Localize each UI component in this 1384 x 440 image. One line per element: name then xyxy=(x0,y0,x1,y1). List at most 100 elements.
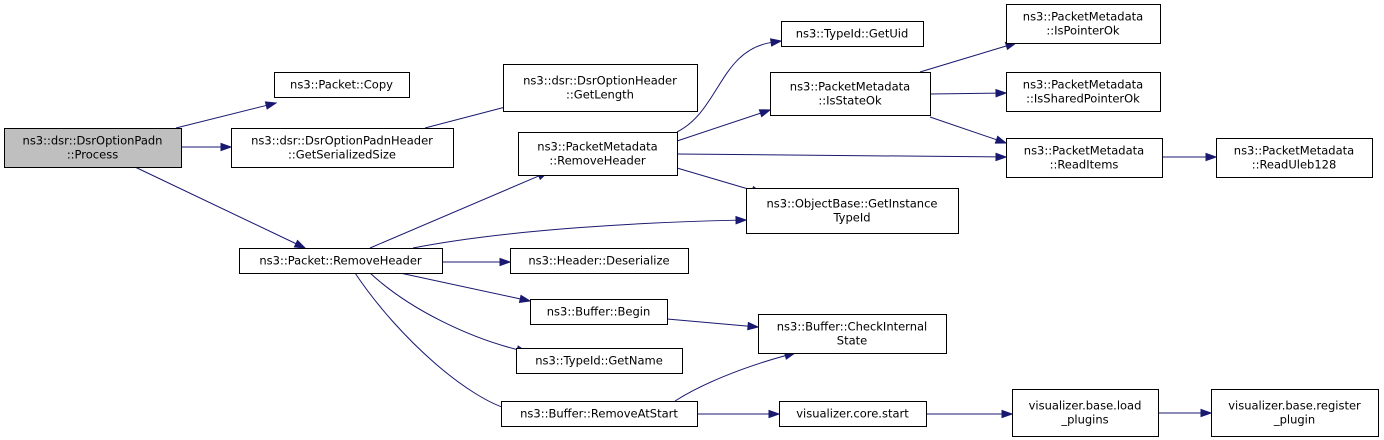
node-label: ns3::dsr::DsrOptionPadn xyxy=(23,134,163,148)
arrow-head-icon xyxy=(768,409,781,419)
node-box xyxy=(1216,138,1373,178)
node-pm-ispointerok[interactable]: ns3::PacketMetadata::IsPointerOk xyxy=(1006,4,1161,44)
node-label: _plugins xyxy=(1060,413,1108,427)
node-label: ns3::PacketMetadata xyxy=(1023,10,1143,24)
edge-pm_removeheader-to-typeid_getuid xyxy=(676,38,783,133)
node-buffer-removeatstart[interactable]: ns3::Buffer::RemoveAtStart xyxy=(501,401,698,427)
node-box xyxy=(4,128,182,168)
node-pm-removeheader[interactable]: ns3::PacketMetadata::RemoveHeader xyxy=(518,132,678,176)
edge-buffer_removeatstart-to-buffer_checkinternalstate xyxy=(674,351,797,402)
node-box xyxy=(231,128,454,168)
node-pm-isstateok[interactable]: ns3::PacketMetadata::IsStateOk xyxy=(770,72,931,116)
arrow-head-icon xyxy=(995,152,1008,162)
node-header-deserialize[interactable]: ns3::Header::Deserialize xyxy=(510,248,689,274)
node-label: ns3::Packet::Copy xyxy=(290,78,393,92)
node-label: ns3::Buffer::RemoveAtStart xyxy=(520,407,678,421)
node-box xyxy=(779,401,927,427)
node-getserializedsize[interactable]: ns3::dsr::DsrOptionPadnHeader::GetSerial… xyxy=(231,128,454,168)
edge-line xyxy=(676,167,754,191)
node-label: ::GetSerializedSize xyxy=(288,148,396,162)
edge-pm_isstateok-to-pm_ispointerok xyxy=(919,41,1018,73)
node-label: _plugin xyxy=(1273,413,1315,427)
node-process[interactable]: ns3::dsr::DsrOptionPadn::Process xyxy=(4,128,182,168)
edge-removeheader_packet-to-typeid_getname xyxy=(369,272,529,354)
edge-line xyxy=(676,153,998,158)
node-label: visualizer.base.register xyxy=(1228,399,1361,413)
node-pm-issharedpointerok[interactable]: ns3::PacketMetadata::IsSharedPointerOk xyxy=(1006,72,1161,112)
edge-visualizer_core_start-to-visualizer_base_load_plugins xyxy=(926,409,1014,419)
node-visualizer-base-load-plugins[interactable]: visualizer.base.load_plugins xyxy=(1012,389,1159,437)
node-box xyxy=(518,132,678,176)
node-box xyxy=(503,64,698,112)
edge-line xyxy=(354,272,512,411)
node-label: ns3::Header::Deserialize xyxy=(528,254,669,268)
node-label: ::RemoveHeader xyxy=(549,154,646,168)
node-visualizer-core-start[interactable]: visualizer.core.start xyxy=(779,401,927,427)
node-pm-readitems[interactable]: ns3::PacketMetadata::ReadItems xyxy=(1006,138,1163,178)
arrow-head-icon xyxy=(1001,409,1014,419)
node-typeid-getname[interactable]: ns3::TypeId::GetName xyxy=(516,348,683,374)
edge-removeheader_packet-to-objectbase_getinstancetypeid xyxy=(412,215,748,249)
arrow-head-icon xyxy=(1205,152,1218,162)
edge-pm_removeheader-to-pm_readitems xyxy=(676,152,1008,162)
edge-pm_isstateok-to-pm_readitems xyxy=(929,116,1008,144)
edge-removeheader_packet-to-pm_removeheader xyxy=(369,171,550,249)
edge-line xyxy=(676,112,762,142)
node-label: ns3::Packet::RemoveHeader xyxy=(259,254,422,268)
edge-line xyxy=(369,272,519,351)
arrow-head-icon xyxy=(994,135,1008,144)
node-label: ns3::Buffer::CheckInternal xyxy=(777,320,928,334)
node-label: ns3::ObjectBase::GetInstance xyxy=(767,197,938,211)
arrow-head-icon xyxy=(264,101,278,110)
arrow-head-icon xyxy=(518,294,532,304)
node-label: ns3::PacketMetadata xyxy=(1024,144,1144,158)
edge-line xyxy=(134,166,298,245)
edge-line xyxy=(929,92,998,95)
node-copy[interactable]: ns3::Packet::Copy xyxy=(274,72,410,98)
node-box xyxy=(1211,389,1379,437)
node-label: ns3::TypeId::GetName xyxy=(535,354,663,368)
node-visualizer-base-register-plugin[interactable]: visualizer.base.register_plugin xyxy=(1211,389,1379,437)
edge-line xyxy=(929,116,998,141)
node-box xyxy=(274,72,410,98)
node-label: TypeId xyxy=(832,211,870,225)
node-label: ns3::dsr::DsrOptionHeader xyxy=(523,74,677,88)
node-box xyxy=(1006,72,1161,112)
node-box xyxy=(781,21,924,47)
edge-line xyxy=(674,354,787,402)
edge-pm_readitems-to-pm_readuleb128 xyxy=(1162,152,1218,162)
node-label: ::GetLength xyxy=(566,88,634,102)
node-box xyxy=(770,72,931,116)
node-box xyxy=(239,248,443,274)
arrow-head-icon xyxy=(995,88,1008,98)
node-box xyxy=(501,401,698,427)
node-removeheader-packet[interactable]: ns3::Packet::RemoveHeader xyxy=(239,248,443,274)
node-label: ns3::dsr::DsrOptionPadnHeader xyxy=(251,134,433,148)
arrow-head-icon xyxy=(769,38,783,47)
node-box xyxy=(530,299,668,325)
node-getlength[interactable]: ns3::dsr::DsrOptionHeader::GetLength xyxy=(503,64,698,112)
arrow-head-icon xyxy=(1200,408,1213,418)
edge-line xyxy=(666,318,750,327)
node-buffer-begin[interactable]: ns3::Buffer::Begin xyxy=(530,299,668,325)
node-label: ns3::PacketMetadata xyxy=(1234,144,1354,158)
edge-pm_isstateok-to-pm_issharedpointerok xyxy=(929,88,1008,98)
edge-buffer_removeatstart-to-visualizer_core_start xyxy=(697,409,781,419)
node-label: ::Process xyxy=(67,148,118,162)
node-label: State xyxy=(837,334,867,348)
node-label: ns3::PacketMetadata xyxy=(1023,78,1143,92)
node-box xyxy=(1006,138,1163,178)
node-label: ns3::Buffer::Begin xyxy=(547,305,651,319)
node-pm-readuleb128[interactable]: ns3::PacketMetadata::ReadUleb128 xyxy=(1216,138,1373,178)
node-label: ::IsSharedPointerOk xyxy=(1026,92,1140,106)
node-label: ::IsPointerOk xyxy=(1046,24,1120,38)
node-label: ns3::PacketMetadata xyxy=(537,140,657,154)
node-box xyxy=(516,348,683,374)
arrow-head-icon xyxy=(293,239,307,249)
node-typeid-getuid[interactable]: ns3::TypeId::GetUid xyxy=(781,21,924,47)
arrow-head-icon xyxy=(747,321,760,331)
node-box xyxy=(510,248,689,274)
